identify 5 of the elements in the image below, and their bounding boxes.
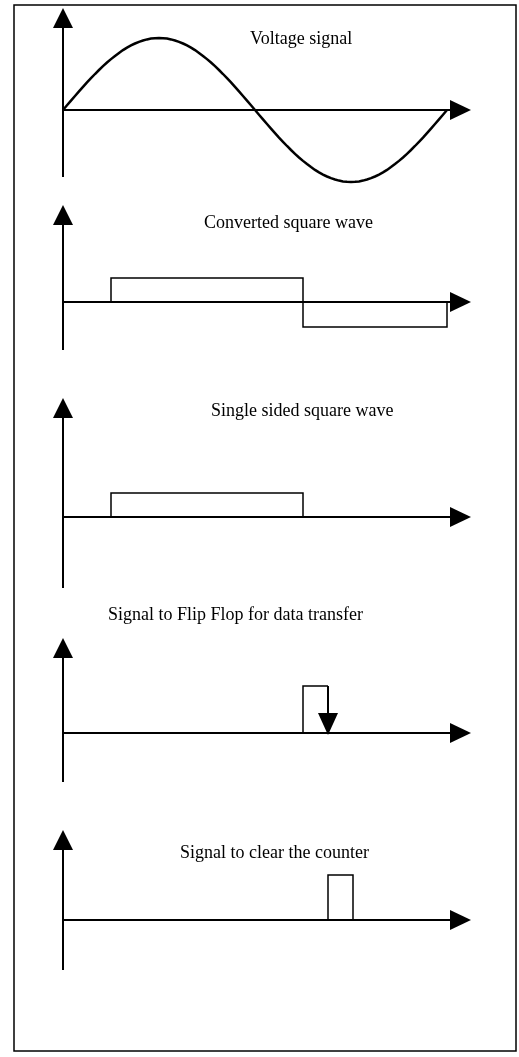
- waveform-title: Single sided square wave: [211, 400, 394, 421]
- waveform-title: Signal to Flip Flop for data transfer: [108, 604, 363, 625]
- waveform-title: Converted square wave: [204, 212, 373, 233]
- waveform-title: Signal to clear the counter: [180, 842, 369, 863]
- waveform-title: Voltage signal: [250, 28, 353, 49]
